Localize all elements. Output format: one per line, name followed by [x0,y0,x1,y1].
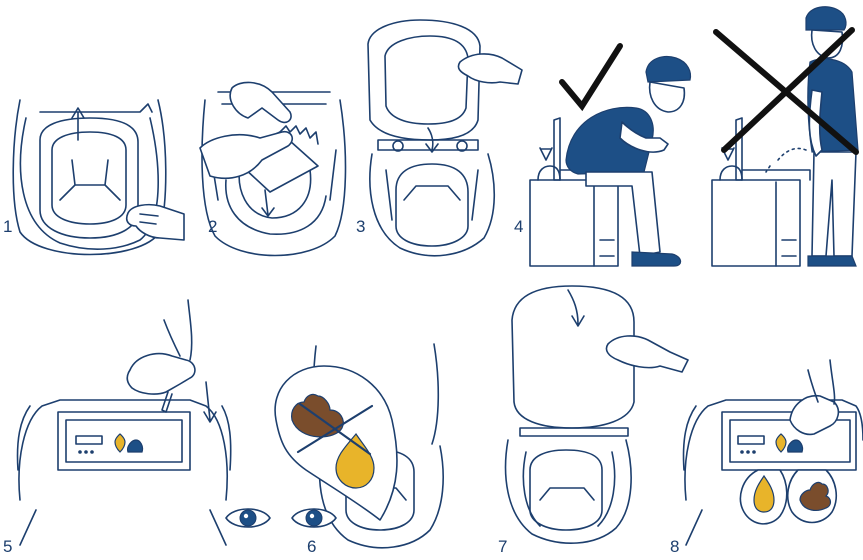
hand-icon [458,54,522,84]
arrow-icon [72,108,84,140]
eye-icon [226,509,270,527]
step-number-3: 3 [356,217,365,236]
step-5-panel [18,300,231,545]
arrow-icon [568,290,584,326]
step-number-4: 4 [514,217,523,236]
arrow-icon [204,382,216,422]
step-number-5: 5 [3,537,12,556]
step-number-7: 7 [498,537,507,556]
urine-drop-icon [115,434,125,452]
poo-icon [128,440,143,452]
person-sitting [566,57,690,266]
step-4-wrong-panel [712,7,858,266]
check-mark-icon [562,46,620,106]
hand-icon [790,360,838,434]
step-6-panel [226,344,443,548]
step-7-panel [506,286,688,543]
hand-icon [127,205,184,240]
arrow-icon [262,190,274,216]
eye-icon [292,509,336,527]
step-3-panel [368,20,522,256]
step-8-panel [684,360,863,545]
step-number-6: 6 [307,537,316,556]
step-1-panel [13,100,184,255]
hand-icon [606,336,688,372]
step-number-2: 2 [208,217,217,236]
hand-icon [127,300,195,412]
step-number-1: 1 [3,217,12,236]
step-2-panel [200,82,345,255]
step-number-8: 8 [670,537,679,556]
step-4-panel [530,46,690,266]
